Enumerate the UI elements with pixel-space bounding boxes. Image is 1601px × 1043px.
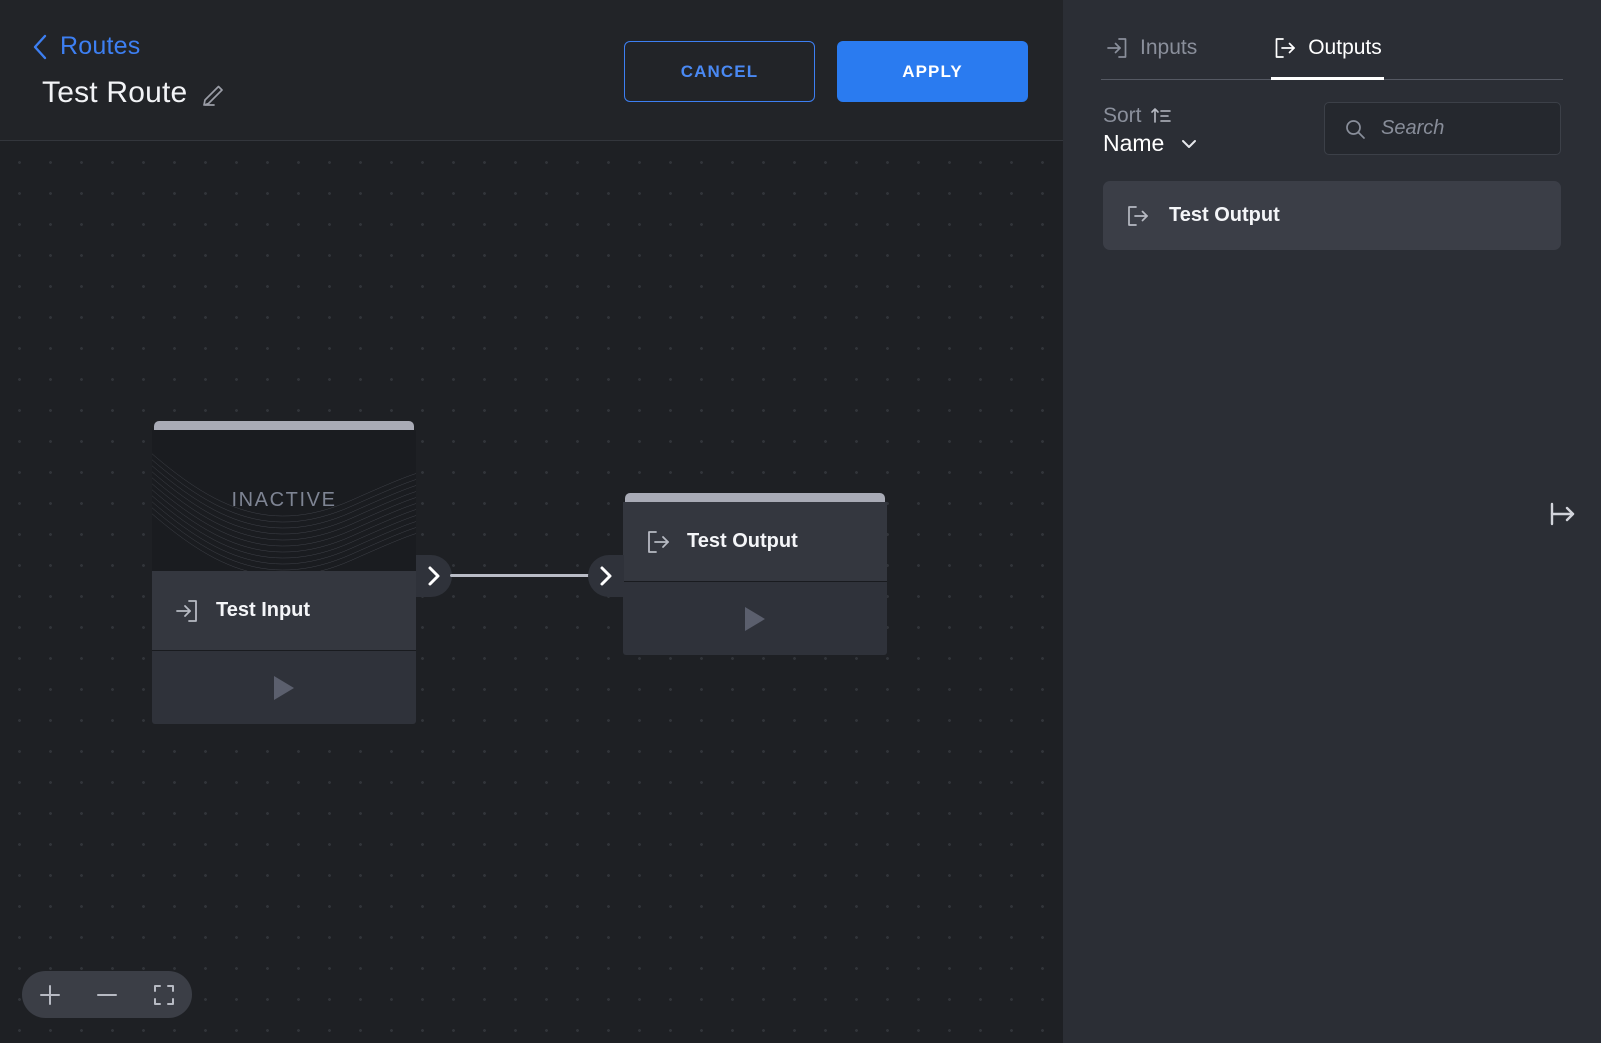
node-status-badge: INACTIVE: [231, 489, 337, 511]
apply-button[interactable]: APPLY: [837, 41, 1028, 102]
side-panel: Inputs Outputs Sort: [1063, 0, 1601, 1043]
sort-value-row[interactable]: Name: [1103, 130, 1200, 157]
output-arrow-icon: [1128, 205, 1148, 226]
top-bar: Routes Test Route CANCEL APPLY: [0, 0, 1063, 141]
output-arrow-icon: [648, 530, 669, 553]
sort-ascending-icon: [1150, 108, 1171, 123]
list-item-label: Test Output: [1169, 204, 1280, 226]
fit-screen-icon[interactable]: [151, 982, 177, 1008]
flow-canvas[interactable]: INACTIVE Test Input: [0, 141, 1063, 1043]
tab-outputs-label: Outputs: [1308, 36, 1382, 59]
node-header-bar: [154, 421, 414, 430]
sort-label-row: Sort: [1103, 104, 1200, 128]
search-input[interactable]: Search: [1324, 102, 1561, 155]
search-icon: [1346, 119, 1365, 139]
node-test-input[interactable]: INACTIVE Test Input: [152, 421, 416, 724]
collapse-panel-right-icon[interactable]: [1545, 497, 1579, 531]
output-port-test-input[interactable]: [416, 555, 452, 597]
search-placeholder: Search: [1381, 117, 1445, 139]
zoom-controls: [22, 971, 192, 1018]
chevron-right-icon[interactable]: [596, 564, 616, 588]
sort-label: Sort: [1103, 104, 1142, 127]
chevron-left-icon[interactable]: [30, 33, 50, 61]
cancel-button[interactable]: CANCEL: [624, 41, 815, 102]
play-icon[interactable]: [274, 675, 294, 700]
page-title: Test Route: [42, 76, 188, 109]
panel-toolbar: Sort Name Search: [1063, 80, 1601, 157]
outputs-list: Test Output: [1063, 157, 1601, 250]
node-footer[interactable]: [623, 582, 887, 655]
node-test-output[interactable]: Test Output: [623, 493, 887, 655]
plus-icon[interactable]: [37, 982, 63, 1008]
sort-dropdown[interactable]: Sort Name: [1103, 102, 1200, 157]
input-port-test-output[interactable]: [588, 555, 624, 597]
input-arrow-icon: [1107, 38, 1127, 58]
node-title-row: Test Output: [623, 502, 887, 582]
output-arrow-icon: [1275, 38, 1296, 58]
chevron-right-icon[interactable]: [424, 564, 444, 588]
wave-pattern-icon: [152, 453, 416, 571]
connection-line[interactable]: [450, 574, 591, 577]
breadcrumb-row[interactable]: Routes: [30, 32, 140, 61]
breadcrumb-routes-link[interactable]: Routes: [60, 32, 141, 60]
node-title-label: Test Output: [687, 530, 798, 552]
sort-value: Name: [1103, 130, 1165, 156]
panel-tabs: Inputs Outputs: [1063, 0, 1601, 80]
node-header-bar: [625, 493, 885, 502]
play-icon[interactable]: [745, 606, 765, 631]
node-footer[interactable]: [152, 651, 416, 724]
pencil-icon[interactable]: [201, 80, 227, 106]
list-item-test-output[interactable]: Test Output: [1103, 181, 1561, 250]
chevron-down-icon[interactable]: [1178, 133, 1200, 155]
input-arrow-icon: [176, 599, 197, 622]
node-preview: INACTIVE: [152, 430, 416, 571]
tab-inputs[interactable]: Inputs: [1103, 30, 1199, 80]
node-title-label: Test Input: [216, 599, 311, 621]
header-actions: CANCEL APPLY: [624, 41, 1028, 102]
title-row: Test Route: [30, 76, 227, 110]
tab-inputs-label: Inputs: [1140, 36, 1198, 59]
breadcrumb: Routes: [30, 32, 140, 61]
node-title-row: Test Input: [152, 571, 416, 651]
tab-outputs[interactable]: Outputs: [1271, 30, 1384, 80]
minus-icon[interactable]: [94, 982, 120, 1008]
editor-pane: Routes Test Route CANCEL APPLY: [0, 0, 1063, 1043]
